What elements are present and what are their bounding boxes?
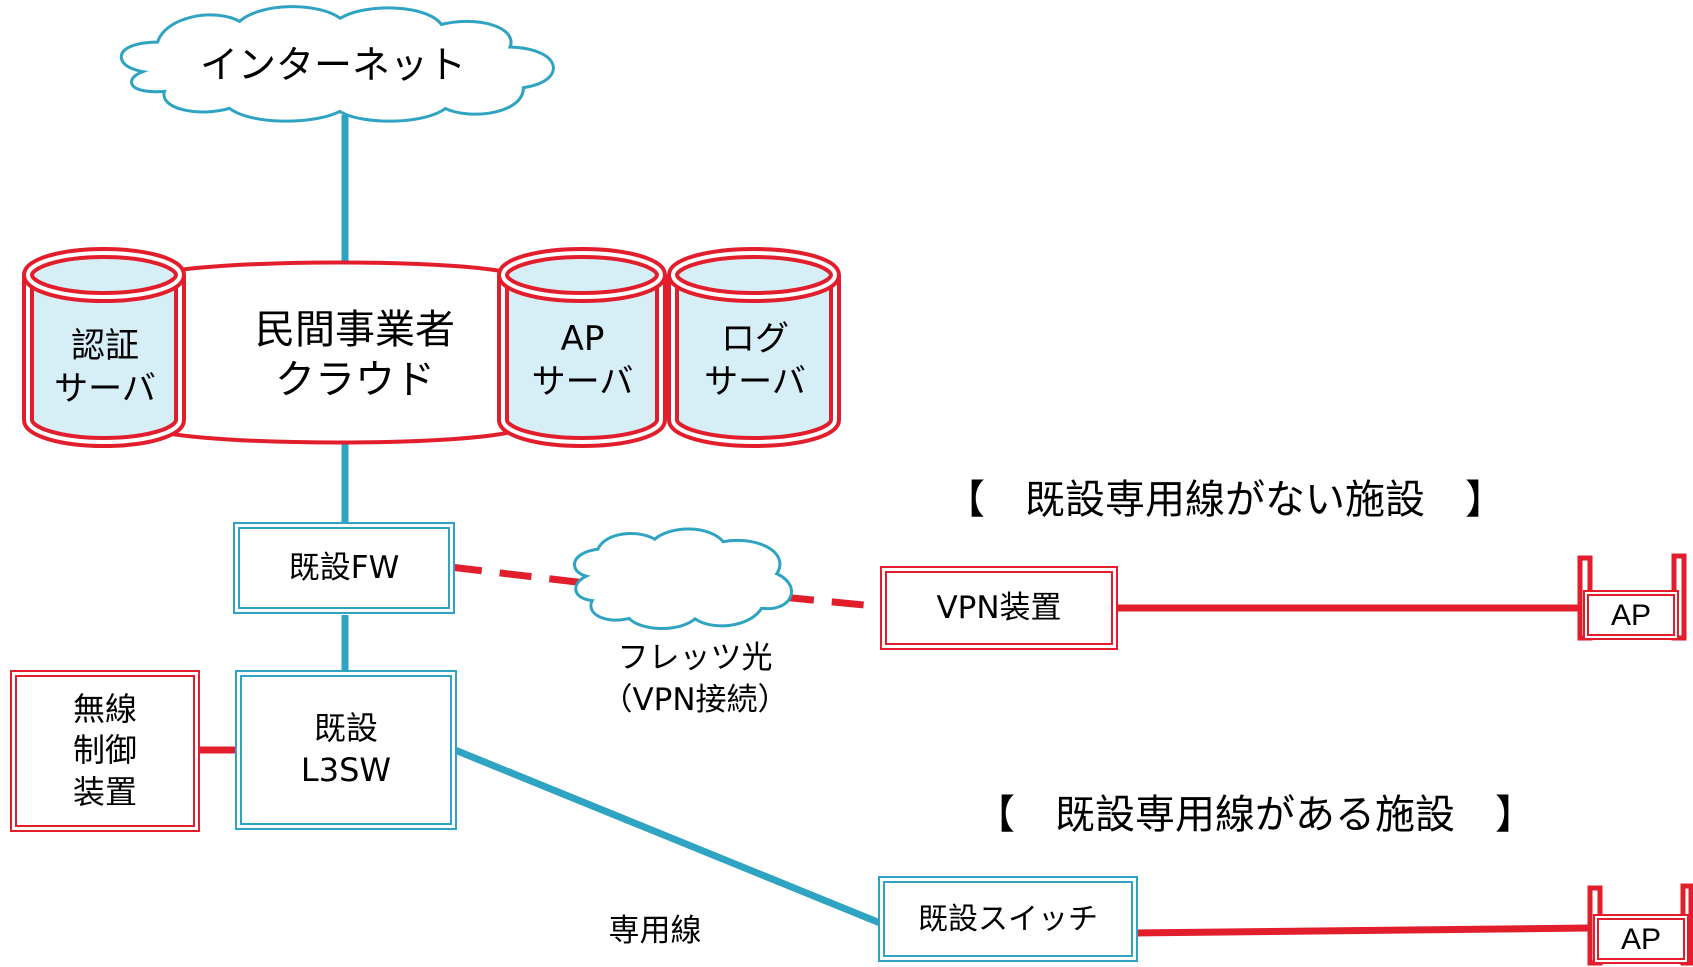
wlc-label-line1: 無線 [72, 689, 137, 728]
wlc-label-line2: 制御 [72, 731, 137, 770]
internet-cloud-icon [120, 5, 555, 123]
auth-server-line2: サーバ [54, 368, 156, 409]
ap-server-label: AP サーバ [515, 318, 650, 403]
log-server-cylinder [667, 247, 841, 448]
existing-switch-label: 既設スイッチ [918, 901, 1098, 937]
flets-label-line1: フレッツ光 [617, 640, 773, 676]
flets-label: フレッツ光 （VPN接続） [575, 638, 815, 722]
auth-server-cylinder [22, 247, 186, 448]
cloud-label: 民間事業者 クラウド [240, 305, 470, 405]
wlc-label-line3: 装置 [72, 772, 137, 811]
vpn-device-box: VPN装置 [880, 566, 1118, 650]
l3sw-label-line2: L3SW [300, 751, 392, 789]
link-switch-ap [1134, 924, 1591, 937]
log-server-label: ログ サーバ [685, 318, 825, 403]
ap-bottom-box: AP [1593, 914, 1689, 964]
ap-server-line1: AP [560, 319, 605, 359]
auth-server-label: 認証 サーバ [40, 325, 170, 410]
section-with-leased-line: 【 既設専用線がある施設 】 [975, 792, 1535, 838]
ap-server-cylinder [497, 247, 667, 448]
ap-top-box: AP [1583, 590, 1679, 640]
flets-label-line2: （VPN接続） [601, 681, 789, 718]
wireless-controller-box: 無線 制御 装置 [10, 670, 200, 832]
vpn-dashed-link-b [781, 593, 886, 611]
existing-switch-box: 既設スイッチ [878, 876, 1138, 962]
l3sw-label-line1: 既設 [313, 709, 378, 748]
ap-top-label: AP [1610, 598, 1652, 632]
existing-fw-label: 既設FW [288, 549, 400, 586]
existing-fw-box: 既設FW [233, 522, 455, 614]
vpn-device-label: VPN装置 [936, 589, 1062, 626]
auth-server-line1: 認証 [71, 326, 139, 366]
ap-server-line2: サーバ [531, 361, 634, 402]
log-server-line2: サーバ [704, 361, 806, 402]
link-l3sw-switch [453, 746, 887, 929]
section-no-leased-line: 【 既設専用線がない施設 】 [945, 477, 1505, 523]
flets-cloud-icon [573, 527, 793, 630]
leased-line-label: 専用線 [608, 913, 702, 949]
ap-bottom-label: AP [1620, 922, 1662, 956]
vpn-dashed-link-a [449, 563, 586, 587]
internet-label: インターネット [200, 43, 467, 87]
log-server-line1: ログ [721, 319, 789, 359]
cloud-label-line1: 民間事業者 [255, 307, 455, 353]
existing-l3sw-box: 既設 L3SW [235, 670, 457, 830]
cloud-label-line2: クラウド [275, 357, 435, 403]
